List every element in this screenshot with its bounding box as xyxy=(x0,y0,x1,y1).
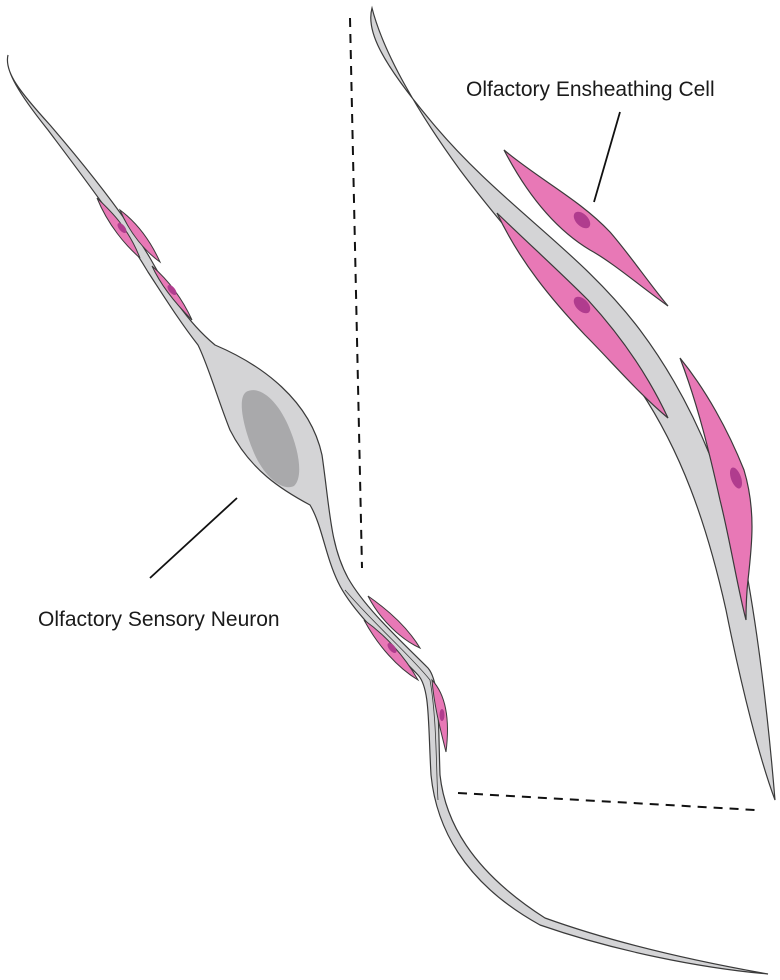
small-oec-5-nucleus xyxy=(387,643,397,653)
zoom-dashed-line-vertical xyxy=(349,17,363,569)
zoom-dashed-line-horizontal xyxy=(457,792,756,811)
magnified-axon-section xyxy=(370,5,776,801)
axon-seam xyxy=(344,589,439,801)
small-oec-4 xyxy=(367,595,422,650)
small-oec-1-nucleus xyxy=(117,223,127,233)
small-oec-2 xyxy=(118,208,162,264)
oec-label: Olfactory Ensheathing Cell xyxy=(466,78,715,101)
oec-middle-nucleus xyxy=(573,296,591,314)
neuron-body xyxy=(6,54,769,975)
oec-lower xyxy=(679,357,753,621)
osn-leader-line xyxy=(149,497,238,579)
oec-leader-line xyxy=(593,111,621,203)
small-oec-6-nucleus xyxy=(439,709,445,721)
osn-label: Olfactory Sensory Neuron xyxy=(38,608,280,631)
oec-top-nucleus xyxy=(573,211,591,229)
olfactory-sensory-neuron xyxy=(6,54,769,975)
soma-nucleus xyxy=(241,390,300,488)
small-oec-3-nucleus xyxy=(167,285,177,295)
oec-middle xyxy=(496,212,669,419)
oec-lower-nucleus xyxy=(729,467,743,489)
